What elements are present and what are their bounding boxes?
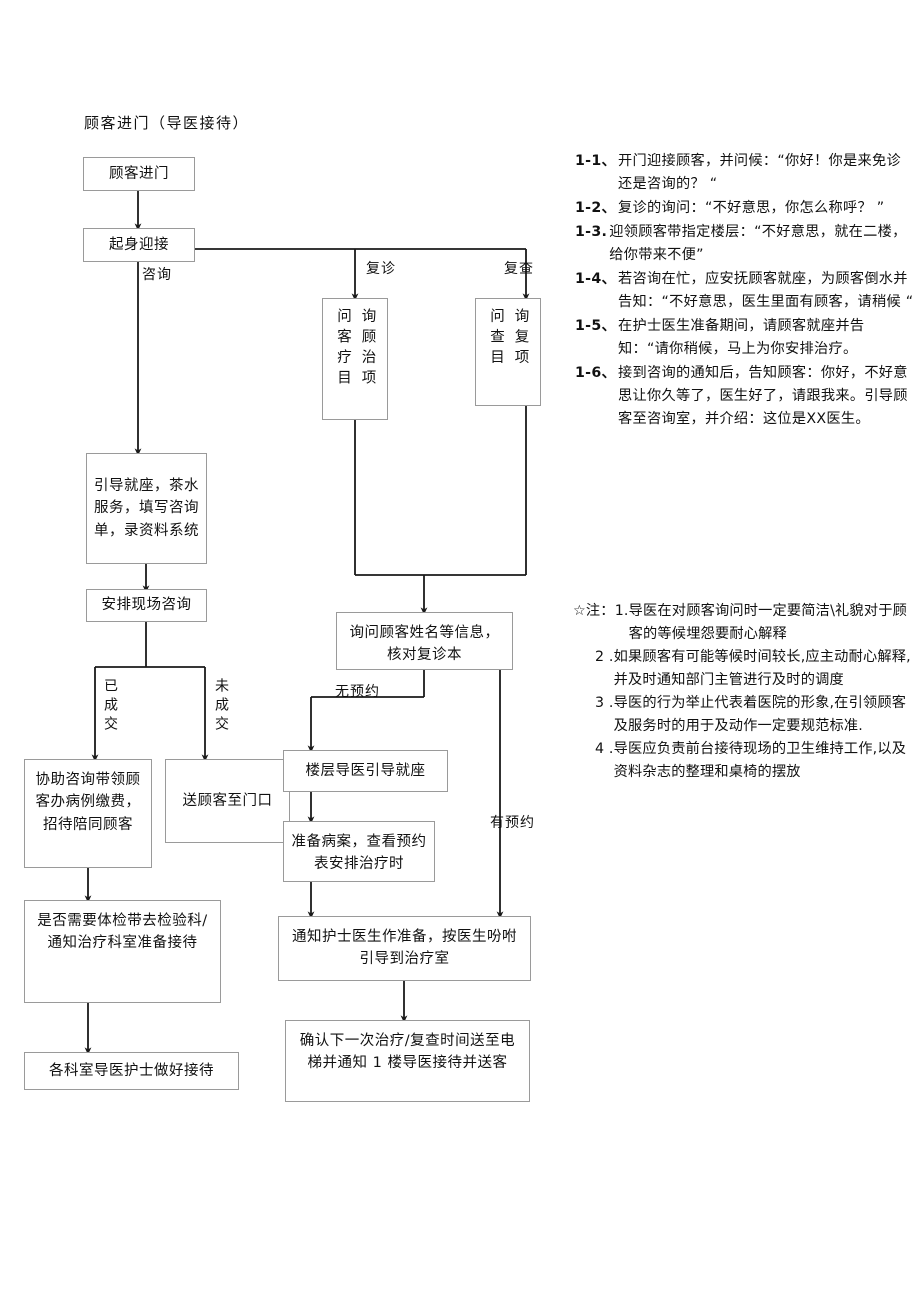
note-text: 导医的行为举止代表着医院的形象,在引领顾客及服务时的用于及动作一定要规范标准.: [613, 695, 907, 734]
flow-node-prepare-chart[interactable]: 准备病案，查看预约表安排治疗时: [283, 821, 435, 882]
edge-label-consult: 咨询: [142, 267, 172, 283]
vertical-text-column-left: 问查目: [488, 308, 504, 370]
flow-node-checkup-or-notify[interactable]: 是否需要体检带去检验科/通知治疗科室准备接待: [24, 900, 221, 1003]
edge-label-deal-closed: 已成交: [102, 678, 118, 735]
note-prefix: ☆注：: [573, 603, 615, 619]
step-text: 开门迎接顾客，并问候：“你好！你是来免诊还是咨询的？ “: [618, 153, 901, 192]
step-number: 1-1、: [575, 153, 617, 169]
note-mark: 4 .: [595, 741, 614, 757]
step-text: 接到咨询的通知后，告知顾客：你好，不好意思让你久等了，医生好了，请跟我来。引导顾…: [618, 365, 908, 427]
edge-label-deal-not-closed: 未成交: [213, 678, 229, 735]
step-item: 1-5、 在护士医生准备期间，请顾客就座并告知：“请你稍候，马上为你安排治疗。: [575, 315, 915, 361]
vertical-text-column-left: 问客疗目: [335, 308, 351, 390]
flow-node-stand-up-greet[interactable]: 起身迎接: [83, 228, 195, 262]
step-text: 复诊的询问：“不好意思，你怎么称呼？ ”: [618, 200, 885, 216]
flow-node-ask-name-verify[interactable]: 询问顾客姓名等信息，核对复诊本: [336, 612, 513, 670]
flow-node-dept-nurse-reception[interactable]: 各科室导医护士做好接待: [24, 1052, 239, 1090]
steps-panel: 1-1、 开门迎接顾客，并问候：“你好！你是来免诊还是咨询的？ “ 1-2、 复…: [575, 150, 915, 432]
flow-node-escort-to-door[interactable]: 送顾客至门口: [165, 759, 290, 843]
step-item: 1-3. 迎领顾客带指定楼层：“不好意思，就在二楼，给你带来不便”: [575, 221, 915, 267]
step-number: 1-6、: [575, 365, 617, 381]
flow-node-customer-enters[interactable]: 顾客进门: [83, 157, 195, 191]
note-mark: 3 .: [595, 695, 614, 711]
edge-label-no-appointment: 无预约: [335, 684, 380, 700]
note-item: 3 . 导医的行为举止代表着医院的形象,在引领顾客及服务时的用于及动作一定要规范…: [573, 692, 918, 738]
step-item: 1-2、 复诊的询问：“不好意思，你怎么称呼？ ”: [575, 197, 915, 220]
flow-node-floor-guide-seat[interactable]: 楼层导医引导就座: [283, 750, 448, 792]
flow-node-arrange-onsite-consult[interactable]: 安排现场咨询: [86, 589, 207, 622]
step-number: 1-2、: [575, 200, 617, 216]
flow-node-seat-tea-form[interactable]: 引导就座，茶水服务，填写咨询单，录资料系统: [86, 453, 207, 564]
edge-label-recheck: 复查: [504, 261, 534, 277]
vertical-text-column-right: 询顾治项: [359, 308, 376, 390]
step-number: 1-4、: [575, 271, 617, 287]
note-mark: 1.: [614, 603, 629, 619]
step-text: 在护士医生准备期间，请顾客就座并告知：“请你稍候，马上为你安排治疗。: [618, 318, 865, 357]
flow-node-assist-payment[interactable]: 协助咨询带领顾客办病例缴费，招待陪同顾客: [24, 759, 152, 868]
edge-label-revisit: 复诊: [366, 261, 396, 277]
flow-node-confirm-next-visit[interactable]: 确认下一次治疗/复查时间送至电梯并通知 1 楼导医接待并送客: [285, 1020, 530, 1102]
vertical-text-column-right: 询复项: [512, 308, 529, 370]
flow-node-notify-nurse-doctor[interactable]: 通知护士医生作准备，按医生吩咐引导到治疗室: [278, 916, 531, 981]
note-text: 如果顾客有可能等候时间较长,应主动耐心解释,并及时通知部门主管进行及时的调度: [613, 649, 911, 688]
flow-node-ask-treatment-items[interactable]: 询顾治项 问客疗目: [322, 298, 388, 420]
step-item: 1-4、 若咨询在忙，应安抚顾客就座，为顾客倒水并告知：“不好意思，医生里面有顾…: [575, 268, 915, 314]
note-item: ☆注： 1. 导医在对顾客询问时一定要简洁\礼貌对于顾客的等候埋怨要耐心解释: [573, 600, 918, 646]
step-text: 若咨询在忙，应安抚顾客就座，为顾客倒水并告知：“不好意思，医生里面有顾客，请稍候…: [618, 271, 914, 310]
step-item: 1-6、 接到咨询的通知后，告知顾客：你好，不好意思让你久等了，医生好了，请跟我…: [575, 362, 915, 431]
page-title: 顾客进门（导医接待）: [84, 114, 250, 132]
note-text: 导医应负责前台接待现场的卫生维持工作,以及资料杂志的整理和桌椅的摆放: [613, 741, 907, 780]
note-item: 2 . 如果顾客有可能等候时间较长,应主动耐心解释,并及时通知部门主管进行及时的…: [573, 646, 918, 692]
notes-panel: ☆注： 1. 导医在对顾客询问时一定要简洁\礼貌对于顾客的等候埋怨要耐心解释 2…: [573, 600, 918, 784]
note-text: 导医在对顾客询问时一定要简洁\礼貌对于顾客的等候埋怨要耐心解释: [628, 603, 907, 642]
step-item: 1-1、 开门迎接顾客，并问候：“你好！你是来免诊还是咨询的？ “: [575, 150, 915, 196]
note-mark: 2 .: [595, 649, 614, 665]
step-text: 迎领顾客带指定楼层：“不好意思，就在二楼，给你带来不便”: [609, 224, 907, 263]
flow-node-ask-recheck-items[interactable]: 询复项 问查目: [475, 298, 541, 406]
step-number: 1-5、: [575, 318, 617, 334]
step-number: 1-3.: [575, 224, 608, 240]
note-item: 4 . 导医应负责前台接待现场的卫生维持工作,以及资料杂志的整理和桌椅的摆放: [573, 738, 918, 784]
edge-label-has-appointment: 有预约: [490, 815, 535, 831]
